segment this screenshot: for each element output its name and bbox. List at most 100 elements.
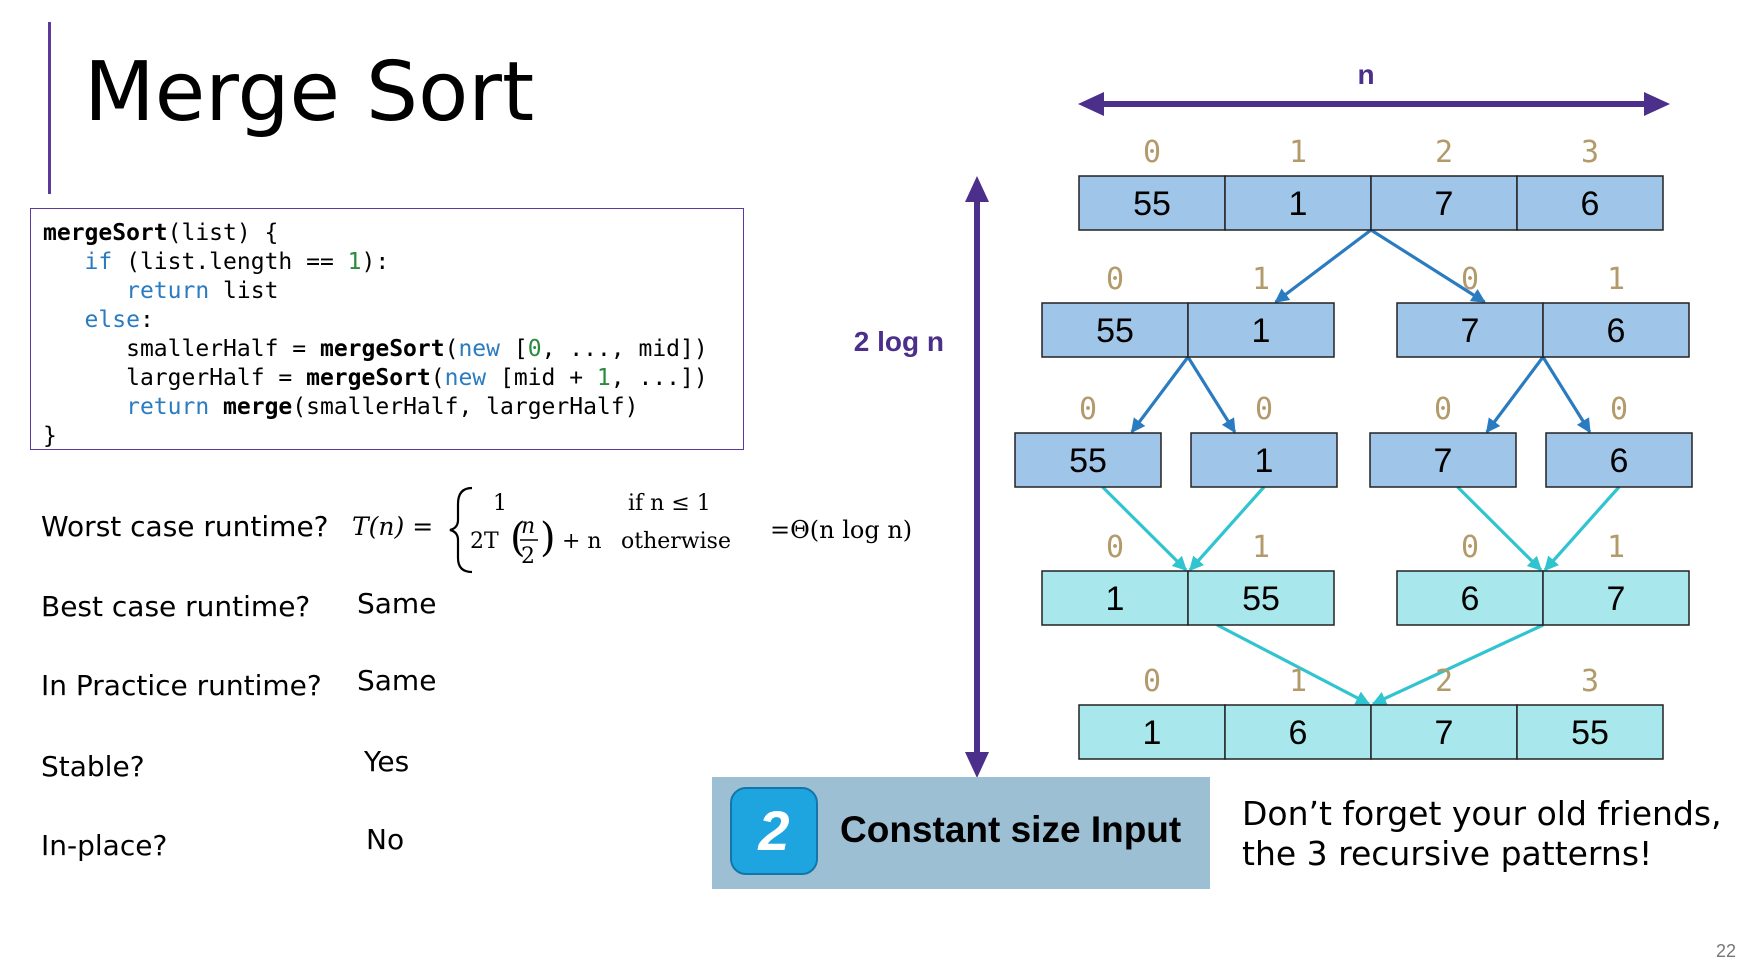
code-token: mergeSort (319, 336, 445, 362)
cell-index: 0 (1434, 392, 1452, 427)
code-token: 0 (527, 336, 542, 362)
array-cell (1516, 704, 1664, 760)
formula-case1-value: 1 (493, 491, 507, 516)
cell-index: 1 (1289, 135, 1307, 170)
array-cell (1187, 302, 1335, 358)
formula-case2-tail: + n (562, 529, 602, 554)
code-token: new (458, 336, 500, 362)
width-arrow-left-head (1078, 92, 1104, 116)
code-block: mergeSort(list) { if (list.length == 1):… (30, 208, 744, 450)
width-label: n (1357, 59, 1374, 90)
reminder-note: Don’t forget your old friends, the 3 rec… (1242, 794, 1722, 874)
split-arrow (1130, 356, 1190, 434)
formula-case1-condition: if n ≤ 1 (628, 491, 711, 516)
code-token: mergeSort (43, 220, 168, 246)
code-line: smallerHalf = mergeSort(new [0, ..., mid… (43, 335, 743, 364)
code-token: merge (223, 394, 293, 420)
cell-index: 1 (1607, 262, 1625, 297)
merge-arrow (1216, 623, 1371, 706)
cell-value: 6 (1581, 185, 1600, 223)
code-token: (smallerHalf, largerHalf) (292, 394, 639, 420)
code-token: return (126, 394, 210, 420)
cell-index: 2 (1435, 664, 1453, 699)
dimension-arrows: n 2 log n (854, 59, 1670, 778)
question-best-case: Best case runtime? (41, 590, 311, 623)
formula-case2-condition: otherwise (621, 529, 731, 554)
code-token: , ..., mid]) (541, 336, 708, 362)
page-number: 22 (1715, 941, 1736, 961)
array-cell (1014, 432, 1162, 488)
answer-stable: Yes (364, 745, 410, 778)
reminder-line-2: the 3 recursive patterns! (1242, 834, 1653, 873)
cell-value: 7 (1435, 714, 1454, 752)
cell-index: 3 (1581, 135, 1599, 170)
merge-arrow (1188, 485, 1266, 572)
code-token: largerHalf = (126, 365, 307, 391)
reminder-line-1: Don’t forget your old friends, (1242, 794, 1722, 833)
cell-index: 0 (1461, 530, 1479, 565)
cell-index: 1 (1252, 262, 1270, 297)
cell-index: 0 (1143, 135, 1161, 170)
code-line: else: (43, 306, 743, 335)
code-token: [ (500, 336, 528, 362)
pattern-label: Constant size Input (840, 809, 1182, 850)
code-token: ( (444, 336, 459, 362)
code-token: mergeSort (306, 365, 431, 391)
array-cells: 5501172635501170615501070601055160711061… (1014, 135, 1693, 760)
code-token: new (444, 365, 487, 391)
array-cell (1396, 570, 1544, 626)
cell-index: 0 (1106, 530, 1124, 565)
array-cell (1078, 175, 1226, 231)
array-cell (1516, 175, 1664, 231)
title-accent-bar (48, 22, 51, 194)
formula-fraction-numerator: n (521, 514, 535, 539)
array-cell (1545, 432, 1693, 488)
cell-value: 55 (1096, 312, 1134, 350)
answer-best-case: Same (357, 587, 437, 620)
split-arrow (1370, 228, 1486, 304)
height-arrow-top-head (965, 176, 989, 202)
cell-index: 0 (1079, 392, 1097, 427)
answer-in-practice: Same (357, 664, 437, 697)
cell-index: 1 (1289, 664, 1307, 699)
cell-value: 6 (1610, 442, 1629, 480)
question-worst-case: Worst case runtime? (41, 510, 329, 543)
merge-arrow (1101, 485, 1188, 572)
cell-value: 6 (1607, 312, 1626, 350)
pattern-number-badge: 2 (730, 787, 818, 875)
recursive-pattern-card: 2 Constant size Input (712, 777, 1210, 889)
height-label: 2 log n (854, 326, 944, 357)
code-line: if (list.length == 1): (43, 248, 743, 277)
cell-index: 0 (1610, 392, 1628, 427)
answer-in-place: No (366, 823, 405, 856)
code-token: (list) { (167, 220, 279, 246)
code-token: 1 (596, 365, 611, 391)
split-arrow (1541, 356, 1592, 434)
cell-value: 7 (1435, 185, 1454, 223)
code-token: (list.length == (112, 249, 348, 275)
code-token: } (43, 423, 57, 449)
code-line: return merge(smallerHalf, largerHalf) (43, 393, 743, 422)
merge-arrow (1456, 485, 1543, 572)
question-in-place: In-place? (41, 829, 168, 862)
cell-value: 7 (1461, 312, 1480, 350)
formula-brace (449, 486, 473, 574)
cell-value: 6 (1461, 580, 1480, 618)
code-line: } (43, 422, 743, 451)
cell-index: 3 (1581, 664, 1599, 699)
array-cell (1041, 570, 1189, 626)
formula-fraction-denominator: 2 (521, 544, 535, 569)
page-title: Merge Sort (84, 45, 535, 140)
cell-value: 6 (1289, 714, 1308, 752)
code-token: smallerHalf = (126, 336, 320, 362)
cell-value: 7 (1434, 442, 1453, 480)
code-token: , ...]) (610, 365, 708, 391)
cell-value: 55 (1571, 714, 1609, 752)
cell-value: 1 (1255, 442, 1274, 480)
formula-result: =Θ(n log n) (770, 516, 912, 544)
merge-arrow (1371, 623, 1544, 706)
tree-arrows (1101, 228, 1621, 706)
code-token: [mid + (486, 365, 597, 391)
question-stable: Stable? (41, 750, 145, 783)
